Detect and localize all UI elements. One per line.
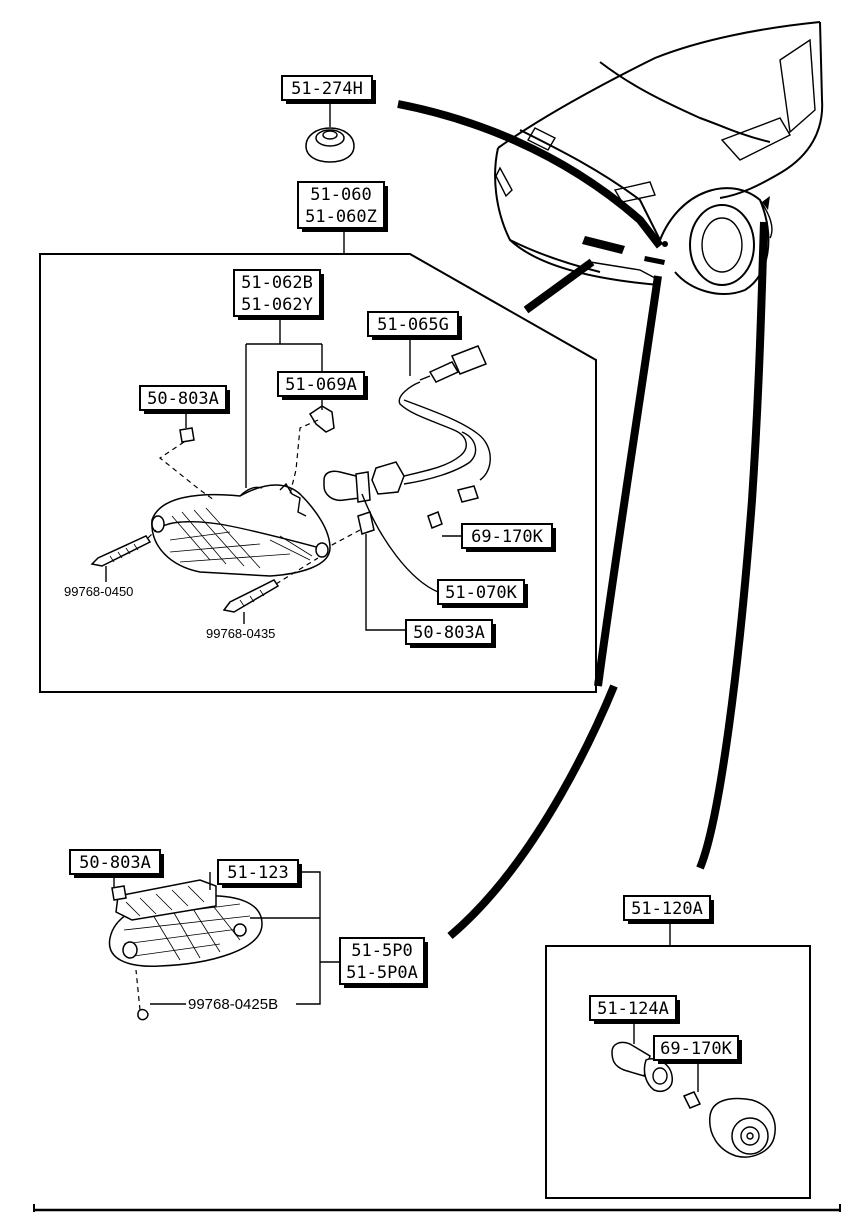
label-51-060: 51-060 51-060Z (297, 181, 388, 232)
svg-text:51-070K: 51-070K (445, 583, 517, 603)
label-51-070K: 51-070K (437, 579, 528, 608)
bulb-large-icon (323, 470, 371, 503)
rear-side-marker-socket-icon (611, 1041, 776, 1158)
svg-text:51-123: 51-123 (227, 863, 288, 883)
label-51-5P0: 51-5P0 51-5P0A (339, 937, 428, 988)
svg-text:51-060Z: 51-060Z (305, 207, 377, 227)
grommet-icon (305, 104, 355, 163)
label-69-170K-rear: 69-170K (653, 1035, 742, 1064)
screw-icon (90, 529, 157, 567)
svg-text:51-062B: 51-062B (241, 273, 313, 293)
label-51-123: 51-123 (217, 859, 302, 888)
side-marker-lamp-icon (108, 879, 263, 1021)
svg-text:51-5P0: 51-5P0 (351, 941, 412, 961)
label-99768-0425B: 99768-0425B (188, 996, 278, 1013)
svg-text:51-060: 51-060 (310, 185, 371, 205)
label-51-120A: 51-120A (623, 895, 714, 924)
label-50-803A-right: 50-803A (405, 619, 496, 648)
svg-text:51-274H: 51-274H (291, 79, 363, 99)
label-50-803A-left: 50-803A (139, 385, 230, 414)
rear-marker-group-outline (545, 945, 811, 1199)
label-51-274H: 51-274H (281, 75, 376, 104)
svg-text:51-124A: 51-124A (597, 999, 669, 1019)
leader-side-marker (447, 684, 618, 940)
front-turn-signal-lamp-icon (151, 482, 331, 577)
label-51-062B: 51-062B 51-062Y (233, 269, 324, 320)
svg-text:50-803A: 50-803A (413, 623, 485, 643)
label-51-069A: 51-069A (277, 371, 368, 400)
svg-text:51-5P0A: 51-5P0A (346, 963, 418, 983)
leader-front-lamp (523, 258, 595, 314)
svg-text:50-803A: 50-803A (79, 853, 151, 873)
screw-icon (222, 557, 319, 613)
front-lamp-group-outline (39, 253, 597, 693)
svg-text:51-120A: 51-120A (631, 899, 703, 919)
label-50-803A-side: 50-803A (69, 849, 164, 878)
label-51-124A: 51-124A (589, 995, 680, 1024)
label-69-170K-front: 69-170K (461, 523, 556, 552)
leader-grommet (397, 100, 664, 249)
label-51-065G: 51-065G (367, 311, 462, 340)
nut-right-icon (329, 511, 375, 547)
socket-wiring-icon (371, 345, 491, 529)
leader-rear-marker (696, 221, 768, 870)
svg-text:69-170K: 69-170K (660, 1039, 732, 1059)
nut-left-icon (158, 427, 215, 501)
svg-text:50-803A: 50-803A (147, 389, 219, 409)
svg-text:51-062Y: 51-062Y (241, 295, 313, 315)
svg-text:51-069A: 51-069A (285, 375, 357, 395)
svg-text:69-170K: 69-170K (471, 527, 543, 547)
label-99768-0435: 99768-0435 (206, 626, 275, 641)
label-99768-0450: 99768-0450 (64, 584, 133, 599)
leader-front-lamp-box (594, 275, 662, 687)
svg-text:51-065G: 51-065G (377, 315, 449, 335)
